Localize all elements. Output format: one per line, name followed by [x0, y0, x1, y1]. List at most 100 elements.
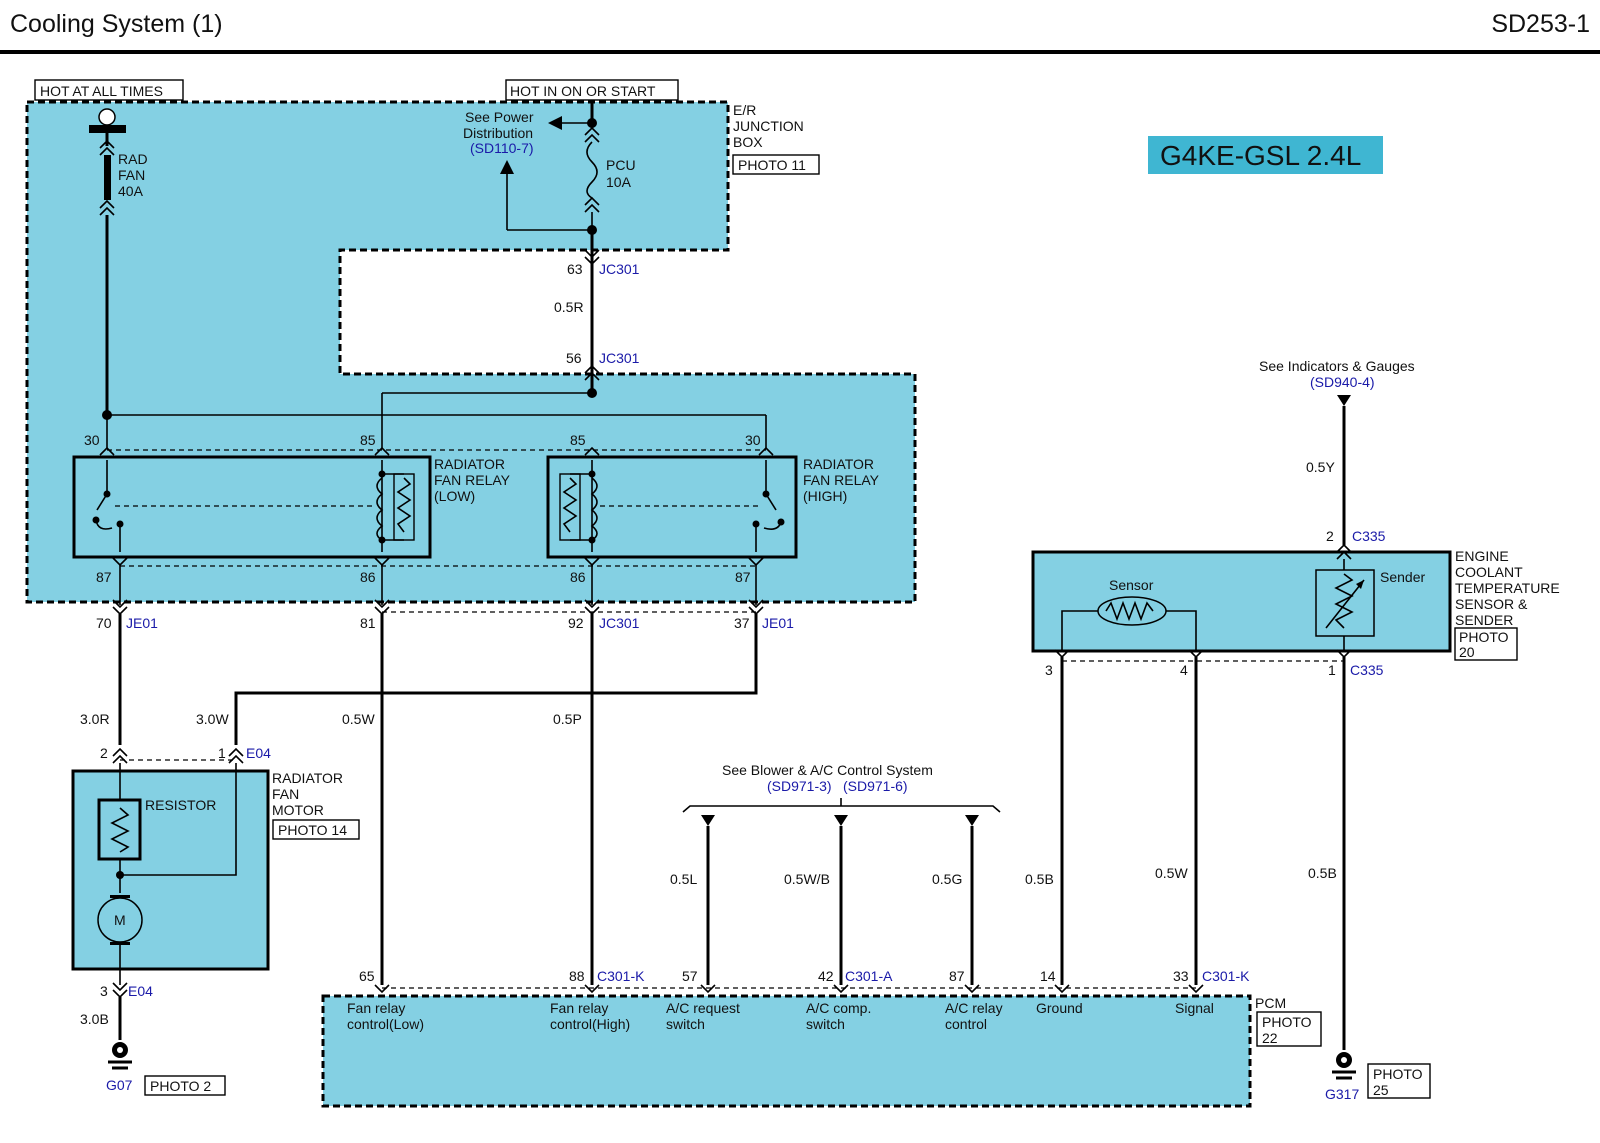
svg-text:3.0R: 3.0R: [80, 711, 110, 727]
svg-text:SENDER: SENDER: [1455, 612, 1513, 628]
svg-text:Ground: Ground: [1036, 1000, 1083, 1016]
indicators-ref[interactable]: (SD940-4): [1310, 374, 1375, 390]
svg-text:0.5L: 0.5L: [670, 871, 697, 887]
svg-text:control(High): control(High): [550, 1016, 630, 1032]
svg-text:86: 86: [570, 569, 586, 585]
hot-at-all-times-label: HOT AT ALL TIMES: [40, 83, 163, 99]
svg-text:E/R: E/R: [733, 102, 756, 118]
svg-text:86: 86: [360, 569, 376, 585]
relay-high-box: [546, 455, 798, 559]
svg-text:25: 25: [1373, 1082, 1389, 1098]
svg-text:C301-A: C301-A: [845, 968, 893, 984]
relay-low-coil-icon: [376, 477, 384, 541]
relay-high-resistor-icon: [562, 477, 578, 533]
svg-text:87: 87: [735, 569, 751, 585]
svg-text:RADIATOR: RADIATOR: [434, 456, 505, 472]
svg-text:G07: G07: [106, 1077, 133, 1093]
junction-box-photo-ref[interactable]: PHOTO 11: [738, 157, 806, 173]
svg-text:1: 1: [218, 745, 226, 761]
svg-text:control(Low): control(Low): [347, 1016, 424, 1032]
svg-text:A/C relay: A/C relay: [945, 1000, 1003, 1016]
svg-text:42: 42: [818, 968, 834, 984]
svg-text:0.5W: 0.5W: [342, 711, 375, 727]
page-title: Cooling System (1): [10, 10, 223, 38]
power-distribution-ref[interactable]: (SD110-7): [470, 140, 534, 156]
svg-text:A/C comp.: A/C comp.: [806, 1000, 871, 1016]
svg-text:JUNCTION: JUNCTION: [733, 118, 804, 134]
svg-text:0.5B: 0.5B: [1308, 865, 1337, 881]
svg-text:JC301: JC301: [599, 350, 640, 366]
svg-text:FAN RELAY: FAN RELAY: [803, 472, 880, 488]
sensor-photo-ref[interactable]: PHOTO: [1459, 629, 1509, 645]
svg-text:FAN: FAN: [272, 786, 299, 802]
svg-text:FAN: FAN: [118, 167, 145, 183]
junction-box-area: [25, 100, 917, 604]
svg-text:Signal: Signal: [1175, 1000, 1214, 1016]
relay-low-resistor-icon: [396, 477, 412, 533]
svg-text:63: 63: [567, 261, 583, 277]
svg-text:85: 85: [360, 432, 376, 448]
svg-text:MOTOR: MOTOR: [272, 802, 324, 818]
engine-badge-text: G4KE-GSL 2.4L: [1160, 140, 1361, 171]
svg-text:85: 85: [570, 432, 586, 448]
pcu-fuse-icon: [586, 141, 598, 199]
svg-text:0.5W: 0.5W: [1155, 865, 1188, 881]
g317-photo-ref[interactable]: PHOTO: [1373, 1066, 1423, 1082]
svg-text:ENGINE: ENGINE: [1455, 548, 1509, 564]
svg-text:30: 30: [745, 432, 761, 448]
svg-text:87: 87: [96, 569, 112, 585]
svg-text:M: M: [114, 912, 126, 928]
g07-photo-ref[interactable]: PHOTO 2: [150, 1078, 211, 1094]
arrow-left-icon: [548, 116, 562, 130]
svg-text:22: 22: [1262, 1030, 1278, 1046]
svg-text:3.0B: 3.0B: [80, 1011, 109, 1027]
pcm-box: [321, 994, 1252, 1108]
svg-text:2: 2: [1326, 528, 1334, 544]
relay-high-coil-icon: [590, 477, 598, 541]
svg-text:G317: G317: [1325, 1086, 1359, 1102]
svg-text:81: 81: [360, 615, 376, 631]
svg-text:switch: switch: [666, 1016, 705, 1032]
motor-photo-ref[interactable]: PHOTO 14: [278, 822, 347, 838]
svg-text:RADIATOR: RADIATOR: [272, 770, 343, 786]
svg-text:4: 4: [1180, 662, 1188, 678]
svg-text:A/C request: A/C request: [666, 1000, 740, 1016]
svg-text:control: control: [945, 1016, 987, 1032]
svg-text:PCM: PCM: [1255, 995, 1286, 1011]
svg-text:3.0W: 3.0W: [196, 711, 229, 727]
hot-in-on-start-label: HOT IN ON OR START: [510, 83, 656, 99]
svg-text:87: 87: [949, 968, 965, 984]
engine-badge: [1148, 136, 1383, 174]
svg-text:30: 30: [84, 432, 100, 448]
svg-text:Sender: Sender: [1380, 569, 1425, 585]
svg-text:COOLANT: COOLANT: [1455, 564, 1523, 580]
svg-text:E04: E04: [246, 745, 271, 761]
battery-terminal-icon: [98, 108, 116, 126]
svg-text:14: 14: [1040, 968, 1056, 984]
svg-text:0.5W/B: 0.5W/B: [784, 871, 830, 887]
svg-text:3: 3: [100, 983, 108, 999]
svg-text:JE01: JE01: [126, 615, 158, 631]
svg-text:Fan relay: Fan relay: [347, 1000, 405, 1016]
svg-text:37: 37: [734, 615, 750, 631]
svg-text:JE01: JE01: [762, 615, 794, 631]
svg-text:RADIATOR: RADIATOR: [803, 456, 874, 472]
svg-text:0.5R: 0.5R: [554, 299, 584, 315]
pcm-photo-ref[interactable]: PHOTO: [1262, 1014, 1312, 1030]
svg-text:0.5B: 0.5B: [1025, 871, 1054, 887]
svg-text:BOX: BOX: [733, 134, 763, 150]
svg-text:(HIGH): (HIGH): [803, 488, 847, 504]
svg-text:0.5Y: 0.5Y: [1306, 459, 1335, 475]
svg-text:33: 33: [1173, 968, 1189, 984]
svg-text:(SD971-3): (SD971-3): [767, 778, 832, 794]
sender-icon: [1315, 569, 1375, 637]
svg-text:C301-K: C301-K: [597, 968, 645, 984]
svg-text:(SD971-6): (SD971-6): [843, 778, 908, 794]
svg-text:20: 20: [1459, 644, 1475, 660]
svg-text:1: 1: [1328, 662, 1336, 678]
svg-text:switch: switch: [806, 1016, 845, 1032]
svg-text:0.5G: 0.5G: [932, 871, 962, 887]
svg-text:92: 92: [568, 615, 584, 631]
